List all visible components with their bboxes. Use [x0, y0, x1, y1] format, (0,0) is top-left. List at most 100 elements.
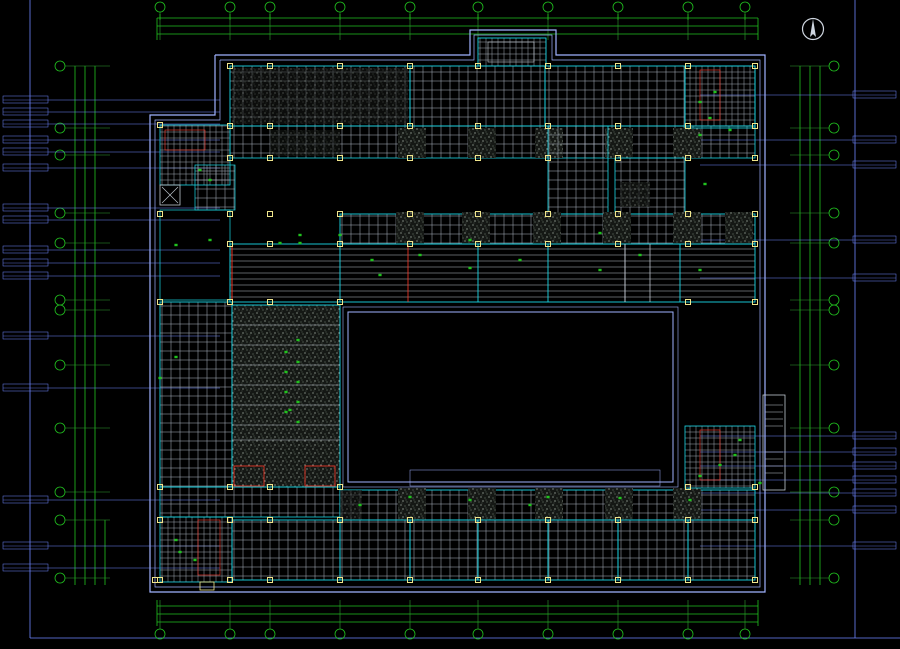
column — [752, 577, 758, 583]
column — [615, 123, 621, 129]
axis-bubble — [828, 359, 840, 371]
axis-bubble — [828, 237, 840, 249]
south-wing — [231, 519, 756, 581]
column — [337, 577, 343, 583]
annotation-mark — [468, 498, 472, 502]
column — [227, 123, 233, 129]
annotation-mark — [370, 258, 374, 262]
annotation-mark — [284, 370, 288, 374]
annotation-mark — [298, 241, 302, 245]
axis-bubble — [472, 1, 484, 13]
annotation-mark — [698, 133, 702, 137]
column — [337, 123, 343, 129]
annotation-mark — [598, 231, 602, 235]
annotation-mark — [708, 116, 712, 120]
column — [152, 577, 158, 583]
axis-bubble — [54, 486, 66, 498]
annotation-mark — [688, 498, 692, 502]
annotation-mark — [468, 266, 472, 270]
structural-columns — [152, 63, 758, 583]
left-dimension-lines — [74, 66, 106, 585]
annotation-mark — [468, 238, 472, 242]
axis-bubble — [828, 514, 840, 526]
nw-stair-block — [159, 124, 236, 211]
axis-bubble — [739, 1, 751, 13]
north-wing — [229, 37, 756, 127]
axis-bubble — [264, 628, 276, 640]
axis-bubble — [334, 628, 346, 640]
east-block — [684, 65, 786, 491]
axis-bubble — [54, 572, 66, 584]
column — [752, 241, 758, 247]
column — [267, 123, 273, 129]
annotation-mark — [284, 390, 288, 394]
annotation-mark — [174, 538, 178, 542]
column — [685, 517, 691, 523]
annotation-tag — [2, 163, 49, 172]
column — [752, 299, 758, 305]
annotation-mark — [338, 233, 342, 237]
column — [337, 517, 343, 523]
column — [227, 211, 233, 217]
axis-bubble — [612, 1, 624, 13]
column — [752, 517, 758, 523]
annotation-mark — [358, 503, 362, 507]
column — [752, 484, 758, 490]
annotation-mark — [528, 503, 532, 507]
annotation-mark — [378, 273, 382, 277]
north-corridor — [229, 125, 756, 159]
column — [227, 577, 233, 583]
column — [407, 517, 413, 523]
column — [545, 123, 551, 129]
bottom-axis-bubbles — [154, 14, 751, 640]
annotation-tag — [852, 431, 897, 440]
right-axis-bubbles — [790, 60, 840, 584]
annotation-mark — [733, 453, 737, 457]
column — [267, 517, 273, 523]
annotation-tag — [2, 563, 49, 572]
left-annotation-tags — [2, 95, 220, 572]
annotation-tag — [852, 235, 897, 244]
column — [752, 155, 758, 161]
annotation-mark — [728, 128, 732, 132]
annotation-tag — [2, 215, 49, 224]
annotation-tag — [2, 495, 49, 504]
annotation-mark — [418, 253, 422, 257]
column — [752, 123, 758, 129]
axis-bubble — [54, 359, 66, 371]
axis-bubble — [828, 60, 840, 72]
green-annotation-marks — [158, 90, 762, 562]
building-outline — [149, 29, 766, 593]
annotation-tag — [2, 95, 49, 104]
axis-bubble — [154, 1, 166, 13]
column — [752, 63, 758, 69]
bottom-dimension-lines — [156, 600, 759, 626]
annotation-mark — [296, 380, 300, 384]
annotation-tag — [852, 541, 897, 550]
column — [615, 241, 621, 247]
column — [685, 211, 691, 217]
axis-bubble — [154, 628, 166, 640]
annotation-mark — [208, 178, 212, 182]
annotation-mark — [738, 438, 742, 442]
axis-bubble — [472, 628, 484, 640]
column — [475, 155, 481, 161]
courtyard — [342, 306, 679, 488]
column — [267, 63, 273, 69]
axis-bubble — [224, 628, 236, 640]
column — [475, 577, 481, 583]
column — [337, 299, 343, 305]
annotation-mark — [174, 243, 178, 247]
central-corridor — [339, 212, 756, 245]
axis-bubble — [54, 422, 66, 434]
annotation-mark — [758, 481, 762, 485]
column — [157, 484, 163, 490]
axis-bubble — [682, 628, 694, 640]
column — [615, 577, 621, 583]
axis-bubble — [54, 294, 66, 306]
axis-bubble — [264, 1, 276, 13]
column — [227, 241, 233, 247]
middle-corridor — [547, 125, 686, 215]
top-dimension-lines — [156, 17, 759, 40]
annotation-tag — [852, 90, 897, 99]
